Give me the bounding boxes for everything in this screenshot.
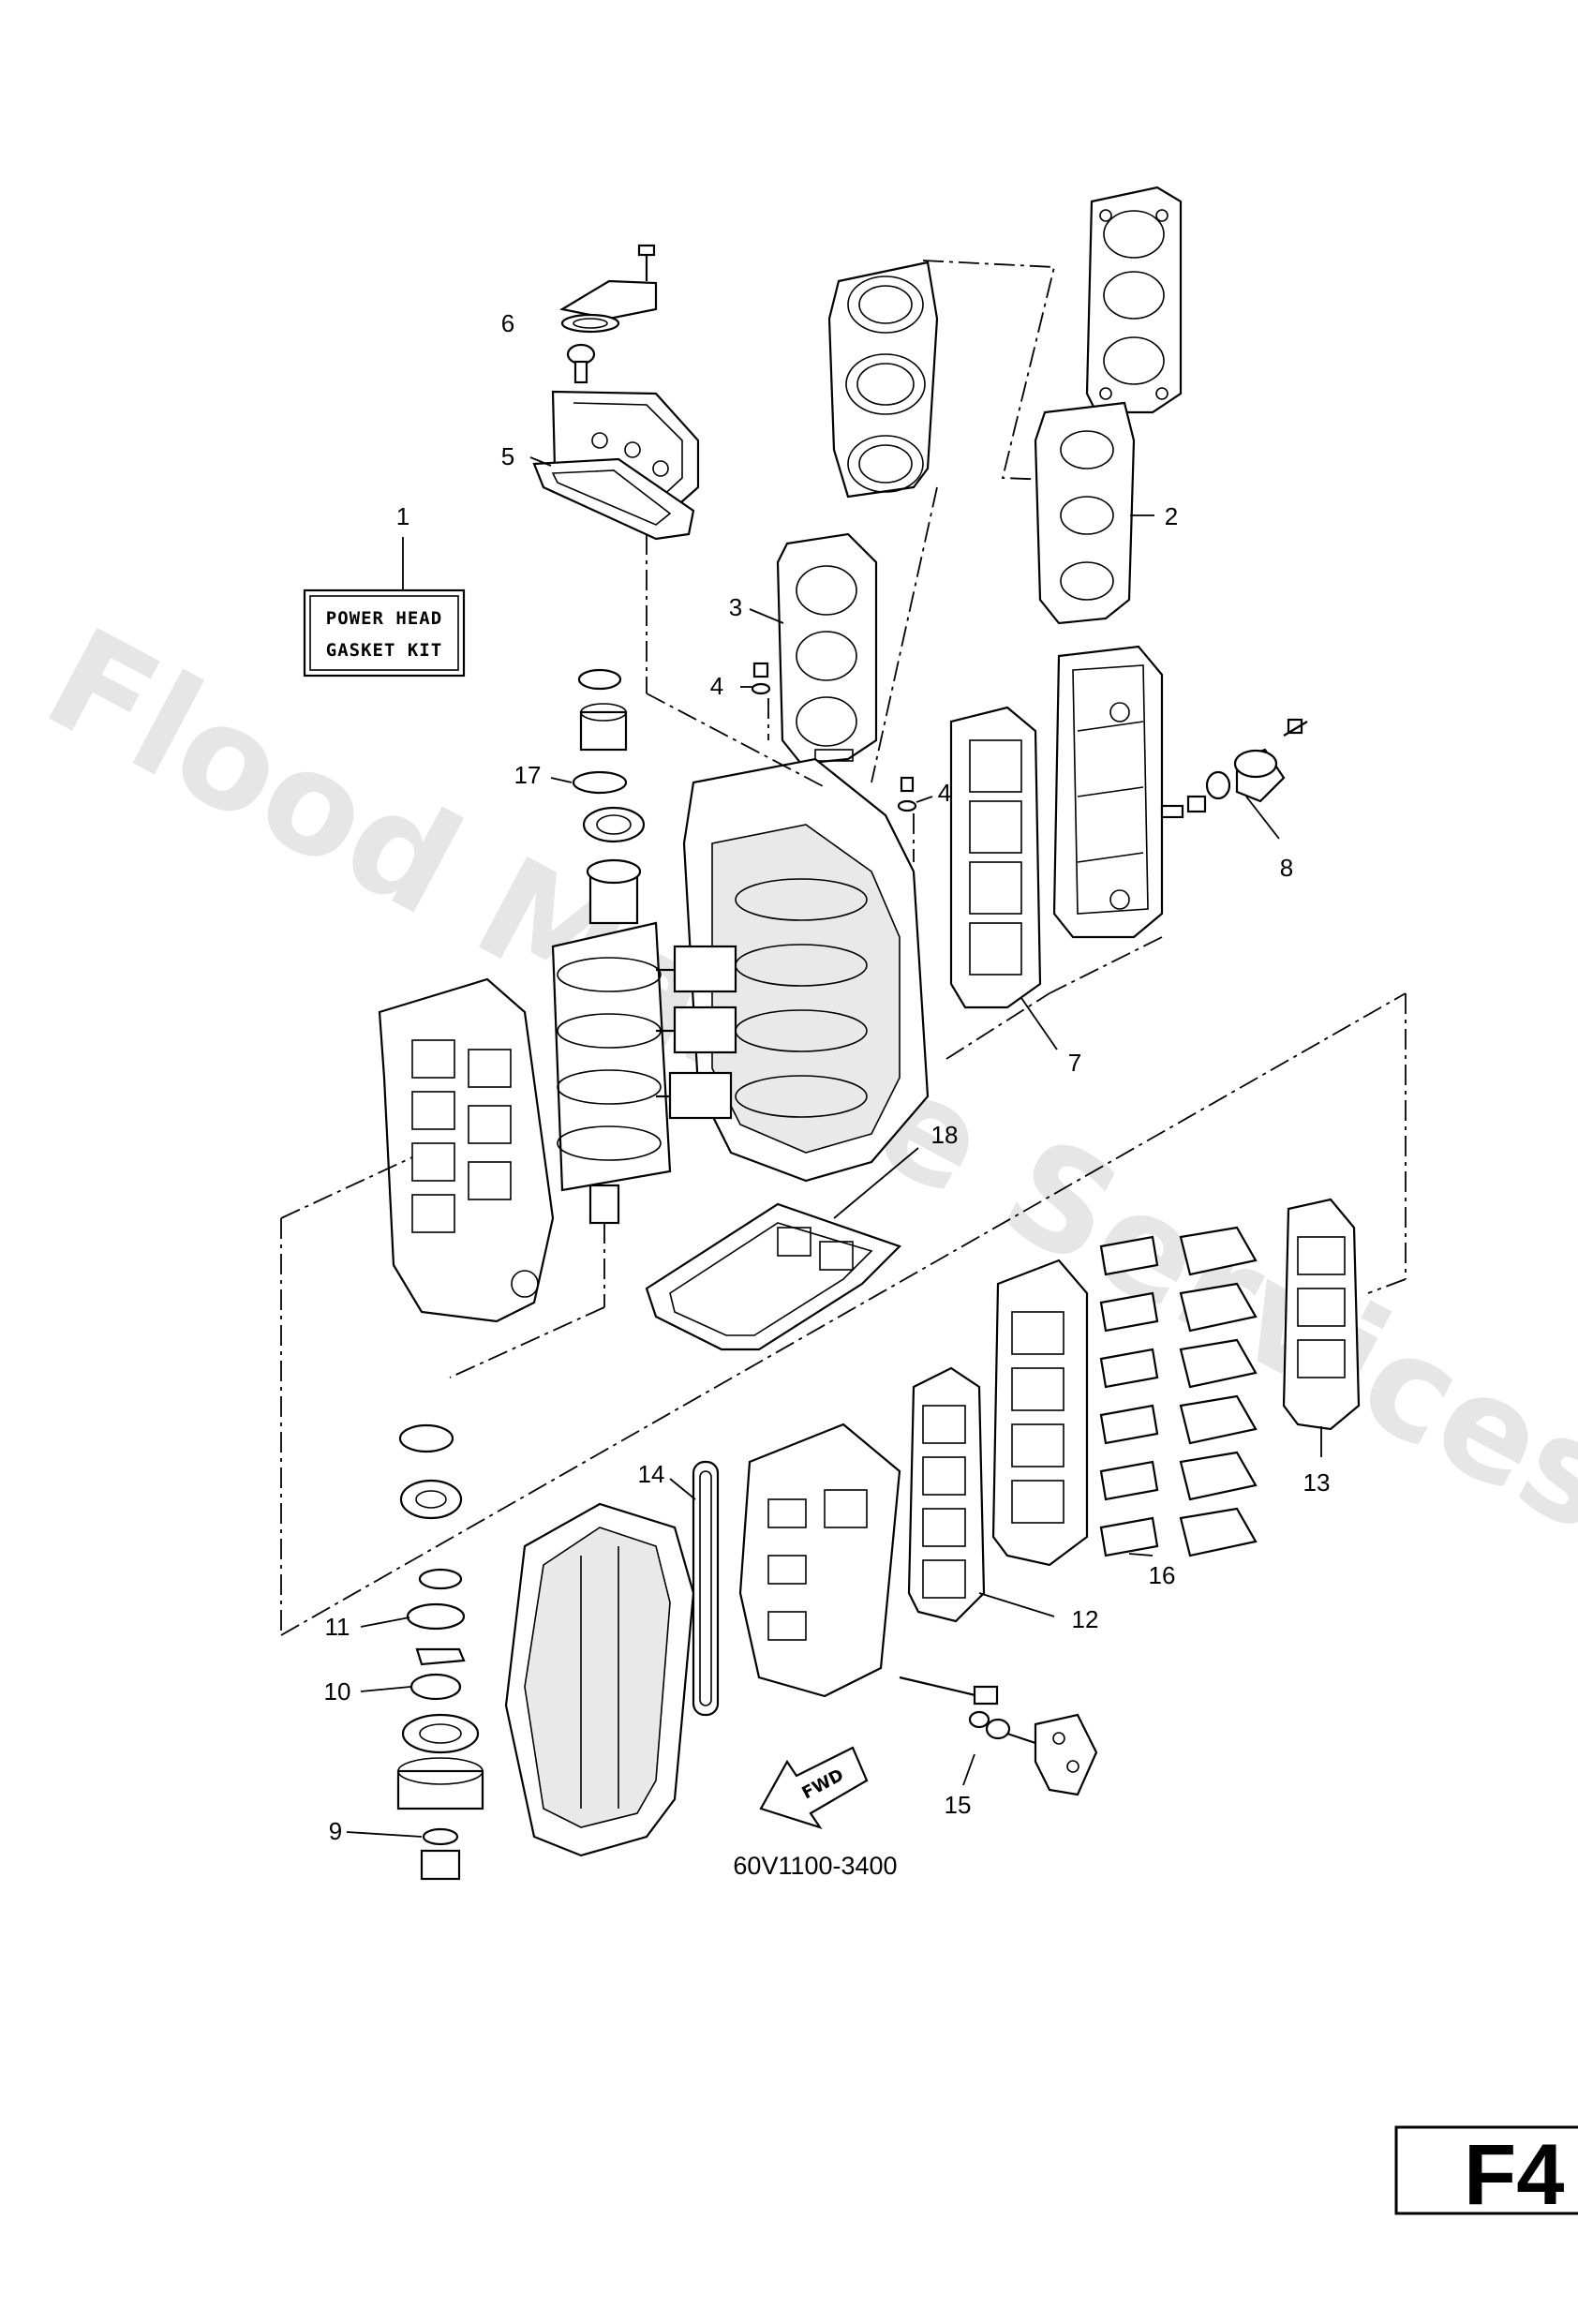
callout-5: 5	[501, 442, 514, 470]
drive-shaft-seals	[396, 1568, 484, 1881]
crankcase	[378, 977, 555, 1323]
callout-8: 8	[1280, 854, 1293, 882]
intake-manifold	[738, 1423, 901, 1698]
intake-silencer	[504, 1502, 695, 1857]
callout-14: 14	[638, 1460, 665, 1488]
cylinder-head-gasket	[776, 532, 878, 766]
upper-bearing-stack	[572, 668, 646, 843]
page-code: F4	[1464, 2127, 1564, 2223]
reed-valve-gaskets	[1099, 1235, 1159, 1557]
callout-4a: 4	[710, 672, 723, 700]
callout-16: 16	[1149, 1561, 1176, 1589]
callout-7: 7	[1068, 1049, 1081, 1077]
part-number: 60V1100-3400	[733, 1852, 897, 1880]
thermostat-cover	[558, 244, 658, 334]
reed-plate-gasket	[1282, 1198, 1361, 1457]
kit-label-box: POWER HEAD GASKET KIT	[303, 588, 466, 678]
callout-13: 13	[1303, 1468, 1331, 1497]
cylinder-head	[827, 261, 939, 499]
head-cover-gasket	[1034, 401, 1136, 625]
callout-4b: 4	[938, 779, 951, 807]
lower-bearing-stack	[398, 1423, 463, 1520]
callout-labels: 1 2 3 4 4 5 6 7 8 9 10 11 12 13 14 15 16…	[324, 309, 1331, 1845]
crankshaft	[551, 858, 672, 1225]
bolt-washer-left	[740, 662, 771, 695]
exhaust-plate-gasket	[949, 706, 1058, 1050]
callout-6: 6	[501, 309, 514, 337]
callout-1: 1	[396, 502, 409, 530]
callout-12: 12	[1072, 1605, 1099, 1633]
cylinder-block	[682, 757, 930, 1183]
callout-2: 2	[1165, 502, 1178, 530]
page-code-box: F4	[1394, 2125, 1578, 2223]
bolt-washer-right	[897, 776, 933, 812]
pistons	[656, 945, 737, 1120]
reed-valves	[1179, 1226, 1258, 1557]
intake-manifold-gasket	[907, 1366, 1055, 1623]
kit-label-line1: POWER HEAD	[326, 608, 442, 629]
exhaust-cover-plate	[1052, 645, 1164, 939]
callout-18: 18	[931, 1121, 959, 1149]
fuel-pump-assembly	[899, 1676, 1098, 1796]
callout-3: 3	[729, 593, 742, 621]
callout-17: 17	[514, 761, 542, 789]
reed-valve-plate	[991, 1259, 1089, 1567]
anode-assembly	[1160, 718, 1308, 840]
silencer-gasket	[692, 1460, 720, 1717]
exhaust-guide-gasket	[645, 1202, 902, 1351]
forward-arrow: FWD	[759, 1746, 869, 1829]
thermostat	[566, 343, 596, 384]
callout-15: 15	[945, 1791, 972, 1819]
kit-label-line2: GASKET KIT	[326, 640, 442, 661]
exhaust-cover-gasket	[532, 457, 695, 541]
callout-9: 9	[329, 1817, 342, 1845]
cylinder-head-cover	[1085, 186, 1183, 414]
callout-10: 10	[324, 1677, 351, 1706]
callout-11: 11	[325, 1613, 350, 1641]
